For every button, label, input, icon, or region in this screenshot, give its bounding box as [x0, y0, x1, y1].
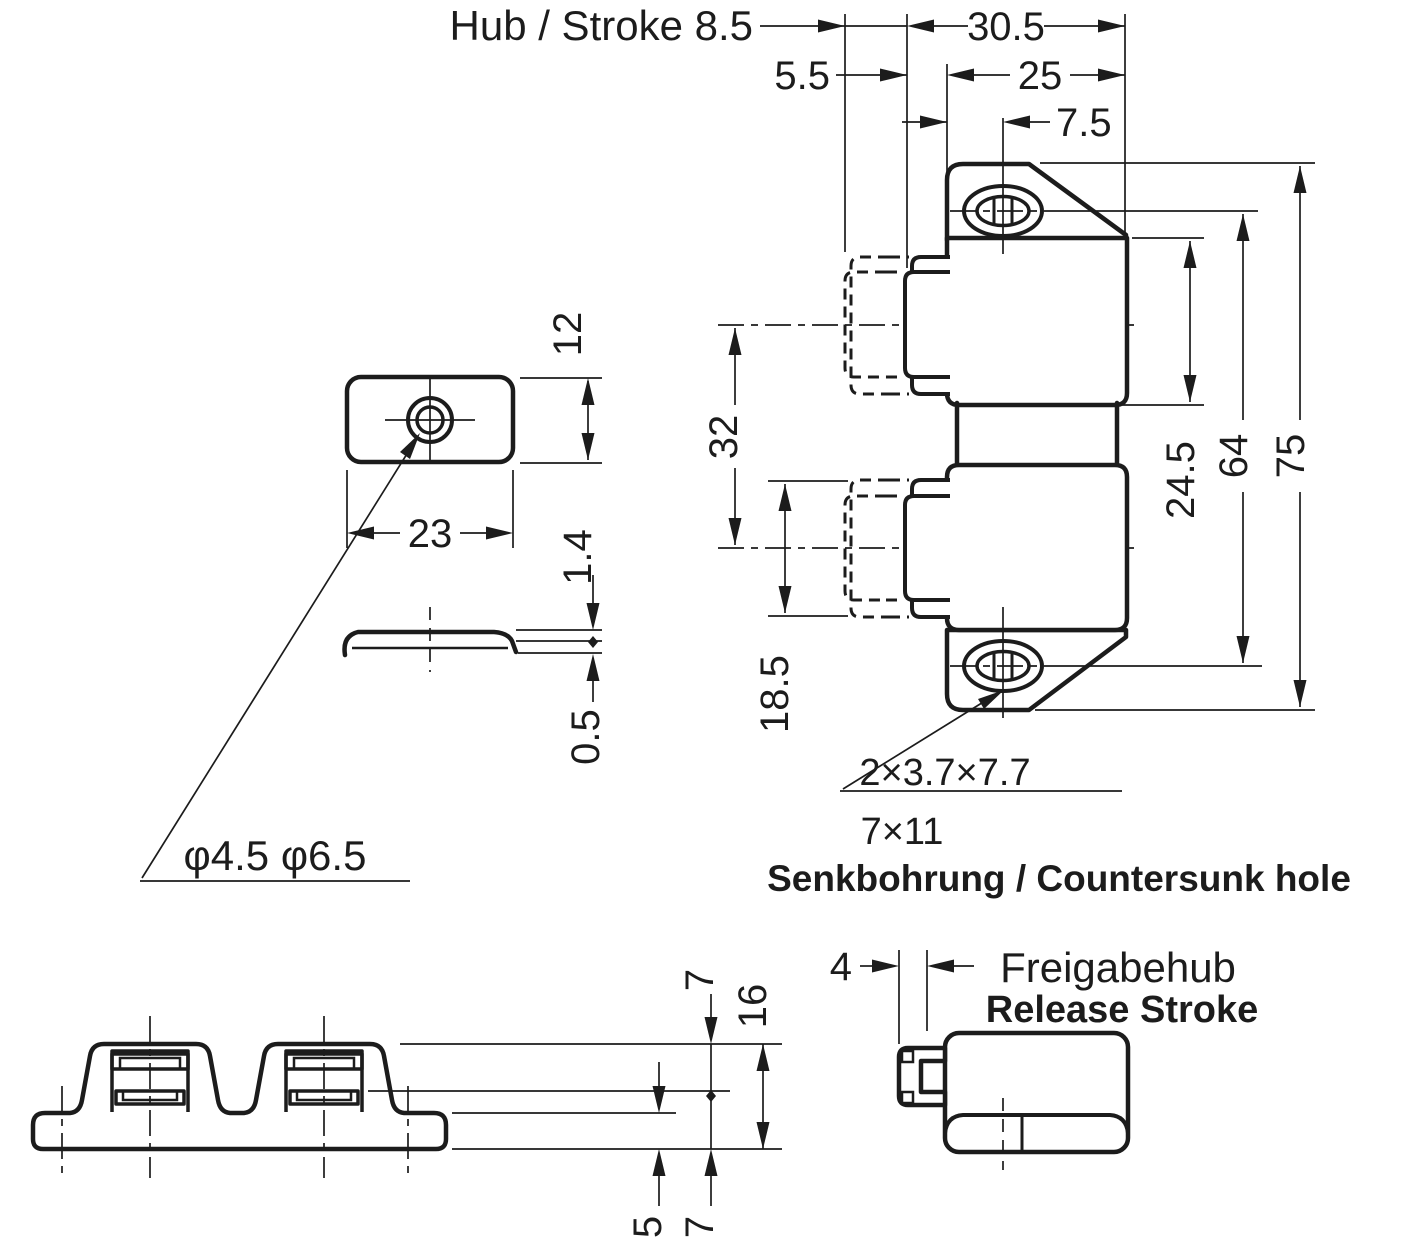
hole-diameter-note: φ4.5 φ6.5	[184, 832, 367, 879]
upper-plunger-phantom-cap	[843, 270, 886, 379]
front-view: Hub / Stroke 8.5 30.5 5.5 25 7.5 24.5 64	[450, 2, 1351, 899]
bottom-mounting-ear	[944, 627, 1129, 713]
arrowhead-left	[347, 526, 374, 540]
arrowhead-left	[1003, 115, 1030, 129]
arrowhead-left	[927, 959, 954, 973]
latch-side-elevation: 7 7 16 5	[30, 969, 782, 1238]
arrowhead-down	[1293, 680, 1307, 707]
dim-16: 16	[731, 984, 775, 1029]
arrowhead-down	[652, 1086, 666, 1113]
strike-plate-top-view: 23 12 φ4.5 φ6.5	[140, 312, 602, 882]
release-stroke-label-en: Release Stroke	[986, 989, 1259, 1031]
strike-plate-side-view: 1.4 0.5	[342, 529, 608, 765]
dim-5: 5	[626, 1216, 670, 1238]
arrowhead-right	[486, 526, 513, 540]
dim-75: 75	[1269, 434, 1313, 479]
arrowhead-left	[907, 19, 934, 33]
arrowhead-up	[778, 484, 792, 511]
plunger-notch-top	[900, 1049, 915, 1064]
dim-0-5: 0.5	[564, 709, 608, 765]
arrowhead-down	[728, 518, 742, 545]
plate-profile-top	[342, 629, 519, 658]
dim-7-top: 7	[678, 969, 722, 991]
lower-plunger-cap	[903, 494, 950, 602]
release-stroke-view: 4 Freigabehub Release Stroke	[830, 944, 1259, 1170]
leader-line	[842, 700, 986, 790]
arrowhead-up	[1293, 166, 1307, 193]
upper-body-block	[944, 235, 1130, 408]
arrowhead-left	[947, 68, 974, 82]
dim-32: 32	[702, 415, 746, 460]
countersink-label: Senkbohrung / Countersunk hole	[767, 858, 1351, 899]
arrowhead-up	[1183, 241, 1197, 268]
countersink-size-note: 7×11	[861, 811, 944, 853]
arrowhead-up	[728, 328, 742, 355]
arrowhead-right	[1098, 19, 1125, 33]
arrowhead-right	[920, 115, 947, 129]
arrowhead-up	[581, 378, 595, 405]
arrowhead-up	[756, 1044, 770, 1071]
dim-18-5: 18.5	[753, 655, 797, 733]
lower-body-block	[944, 462, 1130, 633]
arrowhead-right	[818, 19, 845, 33]
extent-dot	[588, 636, 598, 648]
leader-arrowhead	[400, 433, 420, 459]
base-and-bosses-outline	[30, 1041, 449, 1152]
arrowhead-down	[778, 586, 792, 613]
arrowhead-down	[1183, 375, 1197, 402]
arrowhead-down	[756, 1122, 770, 1149]
arrowhead-up	[1236, 214, 1250, 241]
arrowhead-down	[586, 603, 600, 630]
dim-12: 12	[546, 312, 590, 357]
dim-1-4: 1.4	[556, 529, 600, 585]
arrowhead-down	[581, 433, 595, 460]
dim-24-5: 24.5	[1159, 441, 1203, 519]
plunger-notch-bottom	[900, 1090, 915, 1105]
top-slot-hole	[950, 118, 1258, 254]
arrowhead-down	[1236, 636, 1250, 663]
arrowhead-right	[872, 959, 899, 973]
arrowhead-right	[880, 68, 907, 82]
dim-7-bottom: 7	[678, 1216, 722, 1238]
arrowhead-up	[652, 1149, 666, 1176]
leader-line	[141, 440, 416, 879]
arrowhead-up	[704, 1149, 718, 1176]
leader-arrowhead	[978, 690, 1004, 709]
release-base-parting-line	[943, 1113, 1130, 1134]
dim-5-5: 5.5	[774, 54, 830, 98]
dim-23: 23	[408, 512, 453, 556]
arrowhead-up	[586, 654, 600, 681]
slot-size-note: 2×3.7×7.7	[859, 752, 1030, 794]
arrowhead-right	[1098, 68, 1125, 82]
release-body-outline	[942, 1030, 1131, 1155]
upper-plunger-cap	[903, 270, 950, 379]
extent-dot	[706, 1090, 716, 1102]
release-stroke-label-de: Freigabehub	[1000, 944, 1236, 991]
dim-7-5: 7.5	[1056, 101, 1112, 145]
dim-30-5: 30.5	[967, 5, 1045, 49]
dim-25: 25	[1018, 54, 1063, 98]
arrowhead-down	[704, 1017, 718, 1044]
bottom-slot-hole	[950, 607, 1262, 718]
dim-64: 64	[1212, 434, 1256, 479]
dim-hub-stroke: Hub / Stroke 8.5	[450, 2, 754, 49]
dim-4: 4	[830, 945, 852, 989]
